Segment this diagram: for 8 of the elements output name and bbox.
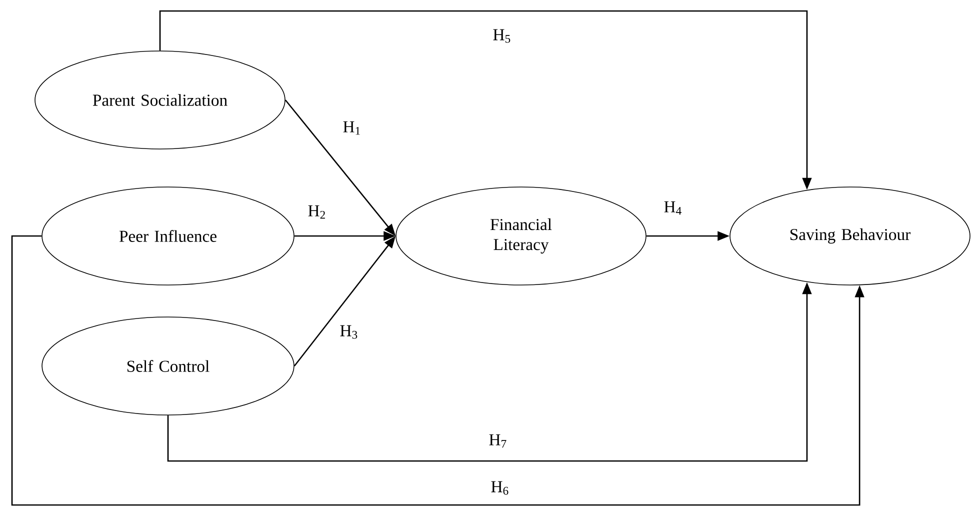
edge-label: H$_{4}$ (662, 200, 684, 216)
arrow (11, 235, 864, 506)
edge-label: H$_{7}$ (487, 433, 509, 449)
edge-label: H$_{3}$ (338, 324, 360, 340)
edge-label: H$_{2}$ (306, 204, 328, 220)
edge-label: H$_{6}$ (489, 480, 511, 496)
edge-label: H$_{5}$ (491, 28, 513, 44)
edge-label: H$_{1}$ (341, 120, 363, 136)
